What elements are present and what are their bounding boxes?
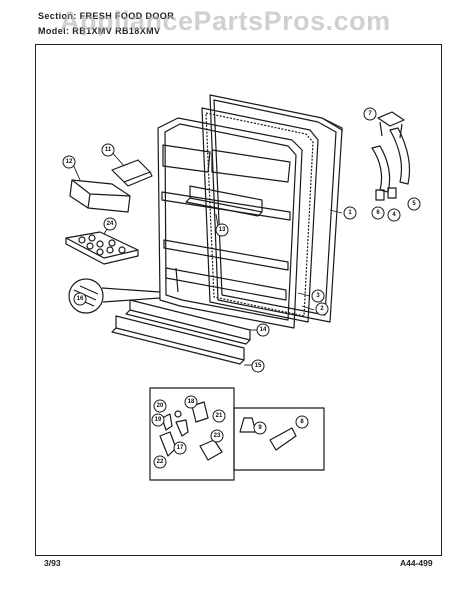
door-outer-panel xyxy=(209,94,343,323)
callout-circle-3 xyxy=(311,289,325,303)
model-title: Model: RB1XMV RB18XMV xyxy=(38,26,161,36)
callout-3: 3 xyxy=(316,293,320,299)
callout-circle-1 xyxy=(343,206,357,220)
callout-circle-4 xyxy=(387,208,401,222)
diagram-frame xyxy=(35,44,442,556)
watermark: AppliancePartsPros.com xyxy=(60,6,391,36)
door-liner xyxy=(157,117,303,329)
callout-circle-17 xyxy=(173,441,187,455)
callout-13: 13 xyxy=(219,227,226,233)
callout-circle-9 xyxy=(253,421,267,435)
section-title: Section: FRESH FOOD DOOR xyxy=(38,11,175,21)
callout-circle-18 xyxy=(184,395,198,409)
callout-18: 18 xyxy=(188,399,195,405)
top-hinge xyxy=(377,111,405,139)
butter-compartment xyxy=(69,179,131,213)
callout-circle-12 xyxy=(62,155,76,169)
callout-circle-5 xyxy=(407,197,421,211)
callout-21: 21 xyxy=(216,413,223,419)
callout-5: 5 xyxy=(412,201,416,207)
callout-17: 17 xyxy=(177,445,184,451)
callout-circle-6 xyxy=(371,206,385,220)
callout-circle-13 xyxy=(215,223,229,237)
callout-9: 9 xyxy=(258,425,262,431)
callout-19: 19 xyxy=(155,417,162,423)
footer-date: 3/93 xyxy=(44,558,61,568)
callout-circle-15 xyxy=(251,359,265,373)
door-stop-pieces xyxy=(371,127,411,201)
callout-23: 23 xyxy=(214,433,221,439)
callout-2: 2 xyxy=(320,306,324,312)
egg-tray xyxy=(65,231,139,265)
callout-7: 7 xyxy=(368,111,372,117)
callout-circle-8 xyxy=(295,415,309,429)
callout-circle-20 xyxy=(153,399,167,413)
callout-12: 12 xyxy=(66,159,73,165)
callout-circle-23 xyxy=(210,429,224,443)
diagram-header: Section: FRESH FOOD DOOR Model: RB1XMV R… xyxy=(0,0,458,50)
callout-circle-14 xyxy=(256,323,270,337)
callout-4: 4 xyxy=(392,212,396,218)
callout-22: 22 xyxy=(157,459,164,465)
callout-circle-22 xyxy=(153,455,167,469)
callout-8: 8 xyxy=(300,419,304,425)
dairy-shelf xyxy=(185,185,263,217)
callout-circle-21 xyxy=(212,409,226,423)
callout-6: 6 xyxy=(376,210,380,216)
callout-24: 24 xyxy=(107,221,114,227)
callout-circle-7 xyxy=(363,107,377,121)
callout-20: 20 xyxy=(157,403,164,409)
door-trim-bottom xyxy=(111,315,245,365)
callout-16: 16 xyxy=(77,296,84,302)
callout-circle-16 xyxy=(73,292,87,306)
callout-circle-11 xyxy=(101,143,115,157)
callout-circle-2 xyxy=(315,302,329,316)
callout-circle-19 xyxy=(151,413,165,427)
footer-diagram-code: A44-499 xyxy=(400,558,433,568)
callout-circle-24 xyxy=(103,217,117,231)
callout-1: 1 xyxy=(348,210,352,216)
callout-15: 15 xyxy=(255,363,262,369)
callout-14: 14 xyxy=(260,327,267,333)
hardware-kit-box xyxy=(149,387,325,481)
butter-lid xyxy=(111,159,153,187)
door-trim-strip xyxy=(125,299,251,345)
callout-11: 11 xyxy=(105,147,112,153)
door-gasket xyxy=(201,107,319,323)
